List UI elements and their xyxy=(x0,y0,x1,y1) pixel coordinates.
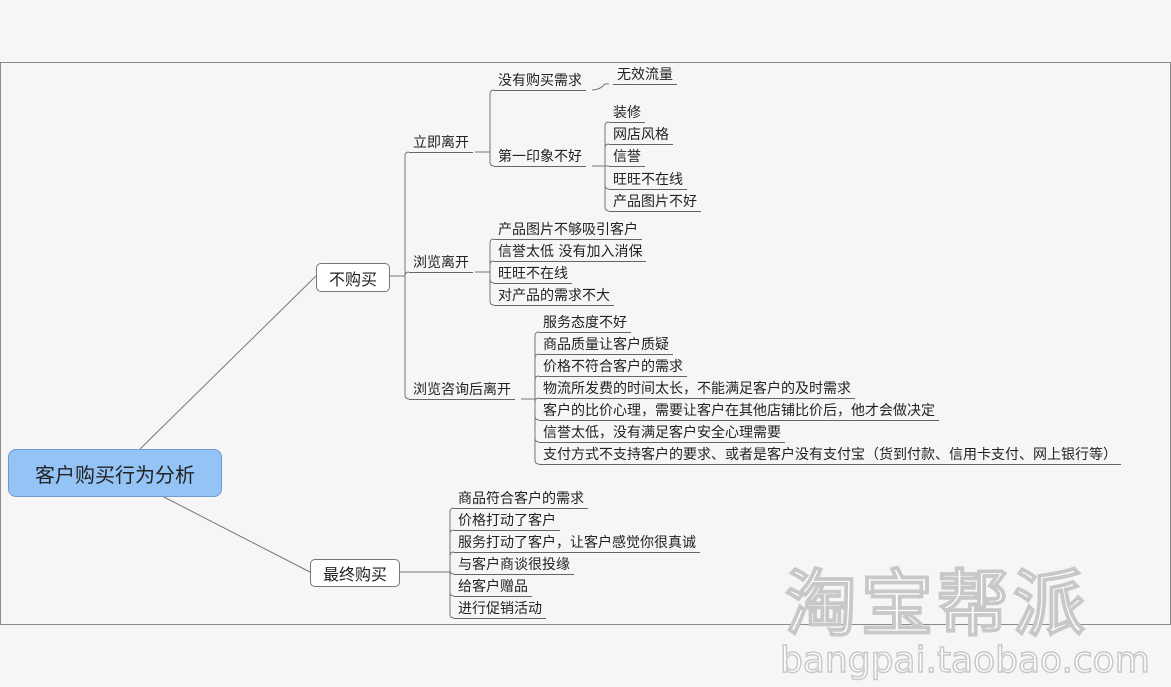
connector xyxy=(534,397,540,403)
list-item[interactable]: 信誉太低 没有加入消保 xyxy=(494,243,647,262)
connector xyxy=(534,415,540,421)
connector xyxy=(604,206,610,212)
list-item[interactable]: 价格打动了客户 xyxy=(454,512,560,531)
list-item[interactable]: 信誉太低，没有满足客户安全心理需要 xyxy=(539,424,785,443)
node-bad-impression[interactable]: 第一印象不好 xyxy=(494,148,586,167)
node-browse-leave[interactable]: 浏览离开 xyxy=(409,254,473,273)
connector xyxy=(449,551,455,557)
list-item[interactable]: 对产品的需求不大 xyxy=(494,287,614,306)
list-item[interactable]: 物流所发费的时间太长，不能满足客户的及时需求 xyxy=(539,380,855,399)
connector xyxy=(534,331,540,337)
connector xyxy=(489,260,495,266)
list-item[interactable]: 支付方式不支持客户的要求、或者是客户没有支付宝（货到付款、信用卡支付、网上银行等… xyxy=(539,446,1121,465)
list-item[interactable]: 旺旺不在线 xyxy=(494,265,572,284)
node-consult-leave[interactable]: 浏览咨询后离开 xyxy=(409,381,515,400)
list-item[interactable]: 客户的比价心理，需要让客户在其他店铺比价后，他才会做决定 xyxy=(539,402,939,421)
connector xyxy=(159,494,311,573)
connector xyxy=(404,394,410,400)
connector xyxy=(489,278,495,284)
list-item[interactable]: 服务态度不好 xyxy=(539,314,631,333)
connector xyxy=(534,459,540,465)
root-node[interactable]: 客户购买行为分析 xyxy=(8,449,222,497)
list-item[interactable]: 价格不符合客户的需求 xyxy=(539,358,687,377)
watermark-url: bangpai.taobao.com xyxy=(779,639,1150,682)
list-item[interactable]: 无效流量 xyxy=(613,66,677,85)
list-item[interactable]: 商品质量让客户质疑 xyxy=(539,336,673,355)
list-item[interactable]: 装修 xyxy=(609,104,645,123)
list-item[interactable]: 网店风格 xyxy=(609,126,673,145)
list-item[interactable]: 信誉 xyxy=(609,148,645,167)
list-item[interactable]: 商品符合客户的需求 xyxy=(454,490,588,509)
connector xyxy=(591,83,609,91)
connector xyxy=(449,529,455,535)
connector xyxy=(604,184,610,190)
list-item[interactable]: 旺旺不在线 xyxy=(609,171,687,190)
node-no-buy[interactable]: 不购买 xyxy=(316,263,390,292)
connector xyxy=(449,591,455,597)
node-no-need[interactable]: 没有购买需求 xyxy=(494,72,586,91)
connector xyxy=(534,353,540,359)
connector xyxy=(534,437,540,443)
connector xyxy=(489,161,495,167)
list-item[interactable]: 与客户商谈很投缘 xyxy=(454,556,574,575)
connector xyxy=(404,271,410,277)
list-item[interactable]: 进行促销活动 xyxy=(454,600,546,619)
connector xyxy=(604,143,610,149)
connector xyxy=(404,151,410,157)
list-item[interactable]: 服务打动了客户，让客户感觉你很真诚 xyxy=(454,534,700,553)
connector xyxy=(449,613,455,619)
list-item[interactable]: 产品图片不好 xyxy=(609,193,701,212)
connector xyxy=(449,507,455,513)
watermark-logo: 淘宝帮派 xyxy=(784,561,1090,647)
connector xyxy=(534,375,540,381)
connector xyxy=(489,300,495,306)
node-buy[interactable]: 最终购买 xyxy=(310,559,400,587)
list-item[interactable]: 给客户赠品 xyxy=(454,578,532,597)
node-leave-now[interactable]: 立即离开 xyxy=(409,134,473,153)
list-item[interactable]: 产品图片不够吸引客户 xyxy=(494,221,642,240)
connector xyxy=(604,121,610,127)
connector xyxy=(139,275,317,450)
connector xyxy=(449,569,455,575)
connector xyxy=(489,238,495,244)
connector xyxy=(489,89,495,95)
